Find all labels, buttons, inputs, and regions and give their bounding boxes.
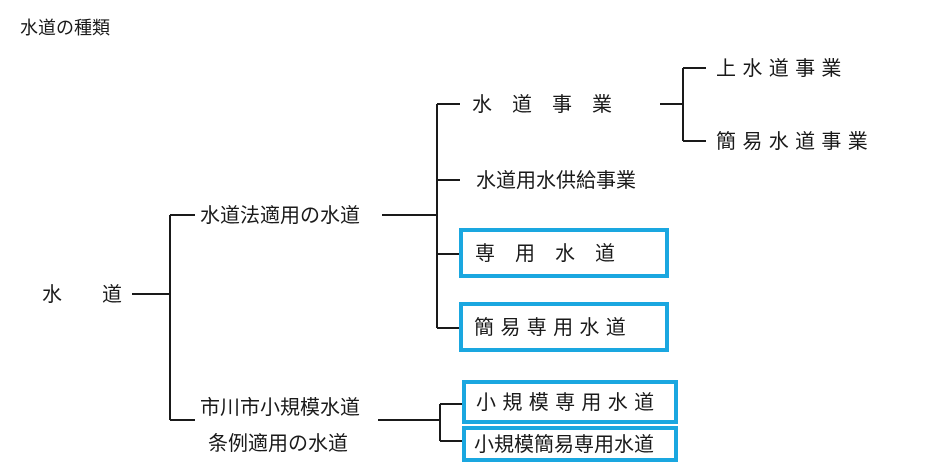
simple-private-node: 簡 易 専 用 水 道 — [474, 315, 626, 339]
water-business-node: 水 道 事 業 — [472, 92, 612, 116]
small-simple-private-node: 小規模簡易専用水道 — [474, 432, 654, 456]
small-private-node: 小 規 模 専 用 水 道 — [476, 390, 655, 414]
small-private-node-highlight — [462, 380, 678, 424]
private-node-highlight — [459, 228, 669, 278]
branch-b-label-line1: 市川市小規模水道 — [200, 395, 360, 419]
page-title: 水道の種類 — [20, 18, 110, 39]
branch-b-label-line2: 条例適用の水道 — [208, 431, 348, 455]
simple-water-business-node: 簡 易 水 道 事 業 — [716, 129, 868, 153]
root-node: 水 道 — [42, 282, 122, 306]
upper-water-business-node: 上 水 道 事 業 — [716, 56, 842, 80]
private-node: 専 用 水 道 — [475, 241, 615, 265]
simple-private-node-highlight — [459, 302, 669, 352]
small-simple-private-node-highlight — [462, 426, 678, 462]
branch-a-node: 水道法適用の水道 — [200, 203, 360, 227]
bulk-supply-node: 水道用水供給事業 — [476, 168, 636, 192]
